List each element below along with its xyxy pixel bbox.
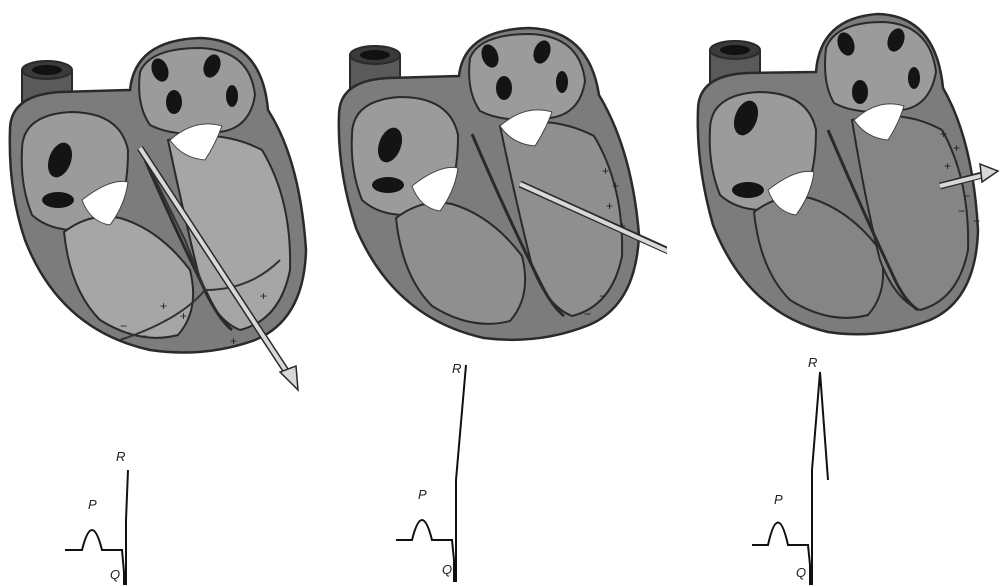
ecg-label-r: R bbox=[808, 356, 817, 369]
ecg-trace-2 bbox=[396, 365, 466, 582]
ecg-label-r: R bbox=[116, 450, 125, 463]
ecg-label-q: Q bbox=[796, 566, 806, 579]
svg-text:+: + bbox=[612, 179, 619, 193]
svg-text:+: + bbox=[953, 141, 960, 155]
heart-2: +++ +−− bbox=[334, 0, 667, 587]
ecg-label-q: Q bbox=[110, 568, 120, 581]
panel-3: +++ −−− R P Q bbox=[668, 0, 1001, 587]
ecg-label-q: Q bbox=[442, 563, 452, 576]
svg-text:+: + bbox=[944, 159, 951, 173]
ecg-trace-3 bbox=[752, 372, 828, 585]
heart-3: +++ −−− bbox=[668, 0, 1001, 587]
svg-text:+: + bbox=[260, 289, 267, 303]
ecg-label-p: P bbox=[418, 488, 427, 501]
svg-text:+: + bbox=[606, 199, 613, 213]
svg-text:−: − bbox=[963, 189, 970, 203]
svg-text:+: + bbox=[230, 334, 237, 348]
panel-2: +++ +−− R P Q bbox=[334, 0, 667, 587]
heart-1: + + + −− + bbox=[0, 0, 333, 587]
svg-text:−: − bbox=[140, 329, 147, 343]
svg-text:−: − bbox=[973, 214, 980, 228]
svg-text:−: − bbox=[584, 307, 591, 321]
svg-text:−: − bbox=[120, 319, 127, 333]
svg-text:+: + bbox=[602, 164, 609, 178]
svg-text:+: + bbox=[180, 309, 187, 323]
svg-text:+: + bbox=[160, 299, 167, 313]
svg-text:+: + bbox=[940, 127, 947, 141]
panel-1: + + + −− + R P Q bbox=[0, 0, 333, 587]
svg-text:−: − bbox=[599, 289, 606, 303]
ecg-label-p: P bbox=[88, 498, 97, 511]
svg-text:−: − bbox=[958, 204, 965, 218]
ecg-label-p: P bbox=[774, 493, 783, 506]
ecg-label-r: R bbox=[452, 362, 461, 375]
